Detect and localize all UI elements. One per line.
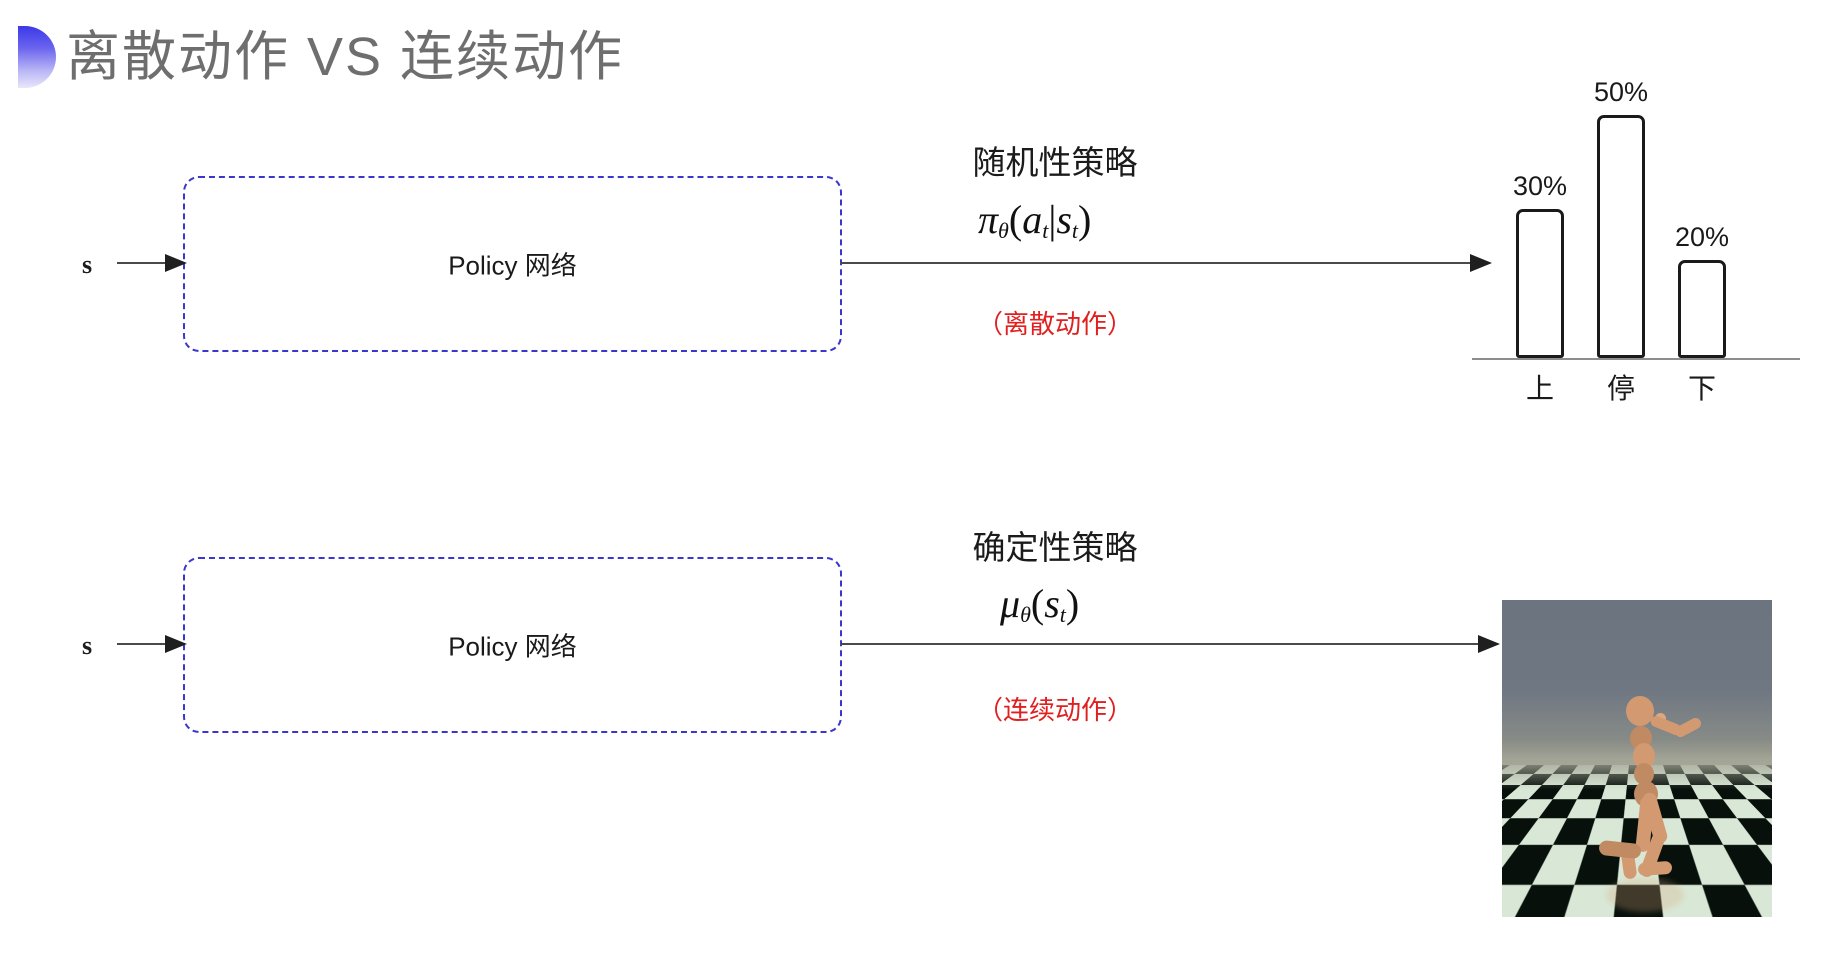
humanoid-head [1626,696,1654,726]
policy-network-label-discrete: Policy 网络 [448,250,577,281]
bar-2[interactable] [1678,260,1726,358]
bar-category-0: 上 [1525,373,1554,404]
bar-category-1: 停 [1606,373,1635,404]
humanoid-lower-torso [1634,763,1654,785]
bar-category-2: 下 [1687,373,1716,404]
bar-value-1: 50% [1593,77,1649,107]
bar-value-0: 30% [1512,171,1568,201]
bar-1[interactable] [1597,115,1645,358]
humanoid-floor-reflection [1606,878,1684,912]
humanoid-simulation-image [1502,600,1772,917]
humanoid-foot-right [1637,860,1673,877]
state-input-label-continuous: s [82,631,93,660]
policy-network-box-continuous[interactable]: Policy 网络 [183,557,842,733]
chart-baseline-axis [1472,358,1800,360]
bar-group-1: 50% 停 [1594,77,1648,404]
bar-value-2: 20% [1674,222,1730,252]
bar-group-2: 20% 下 [1675,222,1729,404]
page-title: 离散动作 VS 连续动作 [66,27,625,87]
note-continuous-action: （连续动作） [976,695,1133,725]
policy-heading-deterministic: 确定性策略 [972,529,1138,566]
humanoid-mid-torso [1633,743,1655,769]
formula-deterministic-policy: μθ(st) [1000,581,1080,627]
policy-network-label-continuous: Policy 网络 [448,631,577,662]
bar-0[interactable] [1516,209,1564,358]
bar-group-0: 30% 上 [1513,171,1567,404]
state-input-label-discrete: s [82,250,93,279]
formula-stochastic-policy: πθ(at|st) [978,197,1092,243]
note-discrete-action: （离散动作） [976,309,1133,339]
half-circle-bullet-icon [18,26,56,88]
policy-network-box-discrete[interactable]: Policy 网络 [183,176,842,352]
policy-heading-stochastic: 随机性策略 [972,144,1138,181]
discrete-action-bar-chart: 30% 上 50% 停 20% 下 [1472,77,1800,420]
